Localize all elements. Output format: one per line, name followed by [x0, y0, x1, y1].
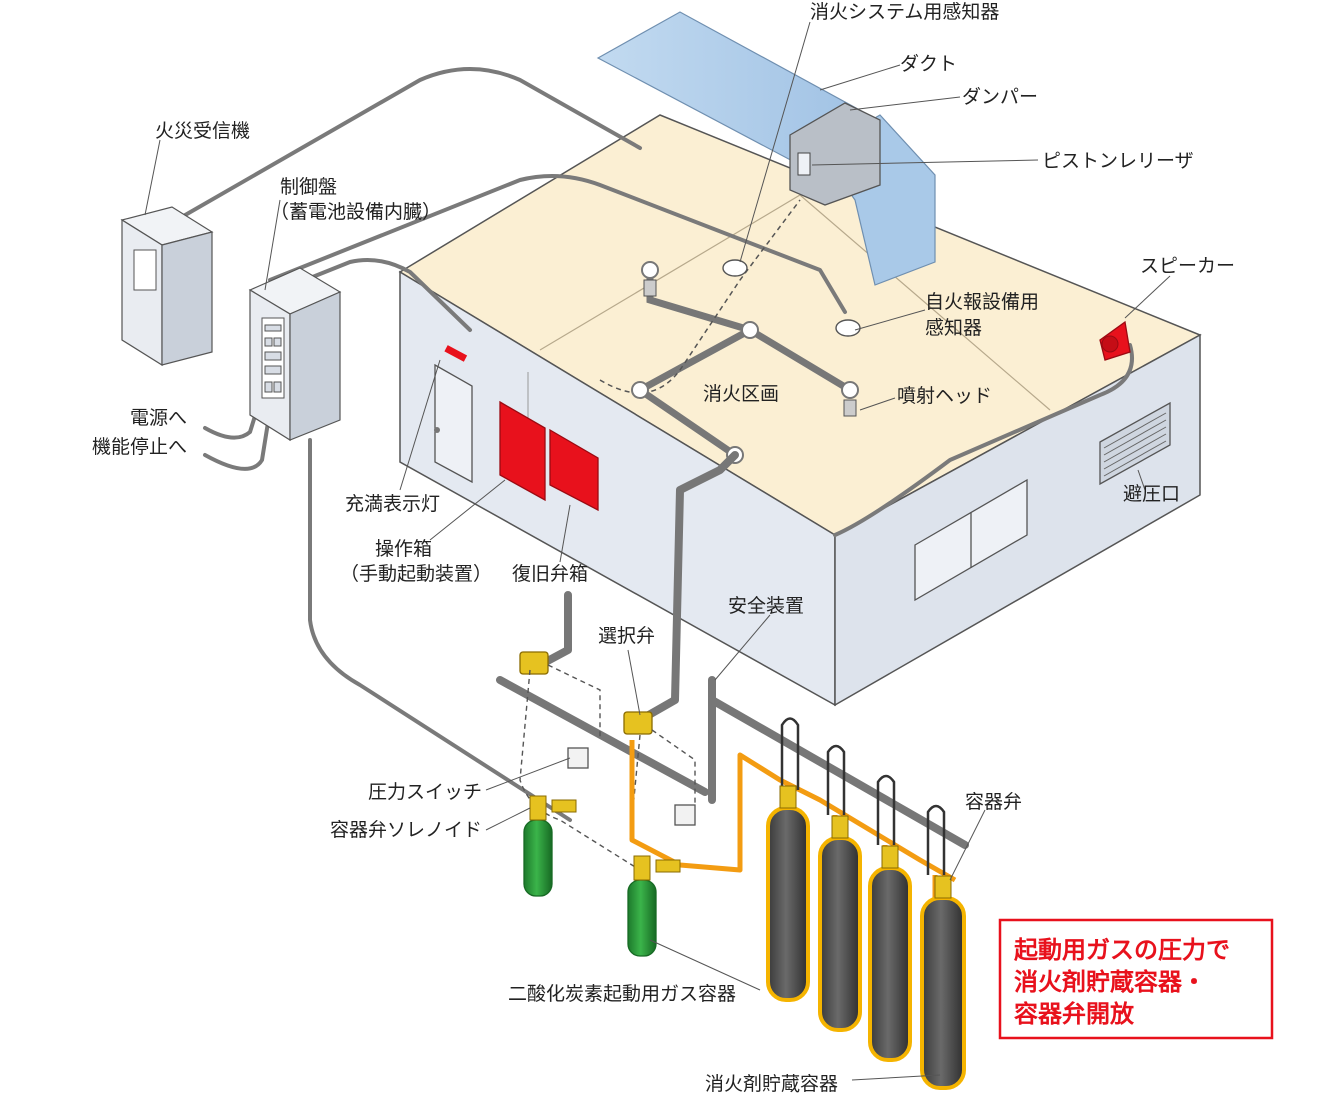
damper [789, 102, 881, 206]
nozzles [643, 279, 857, 417]
leader-lines [144, 21, 1171, 1081]
fill-lamp [444, 345, 468, 362]
label-fire-alarm-detector-2: 感知器 [925, 317, 982, 339]
label-speaker: スピーカー [1140, 255, 1235, 277]
pressure-vent [1099, 401, 1171, 486]
receiver-display [133, 249, 157, 291]
wire-panel-power [203, 398, 262, 440]
co2-gas-cylinders [523, 795, 681, 957]
wiring [178, 67, 1134, 822]
wire-panel-to-building [298, 258, 472, 332]
label-detector-system: 消火システム用感知器 [810, 1, 999, 23]
piston-releaser [797, 152, 811, 176]
control-panel [248, 267, 342, 442]
label-container-valve: 容器弁 [965, 791, 1022, 813]
pressure-switches [567, 747, 696, 826]
wire-panel-to-roof [268, 174, 847, 314]
label-safety-device: 安全装置 [728, 595, 804, 617]
label-pressure-vent: 避圧口 [1123, 483, 1180, 505]
door-knob [434, 427, 440, 433]
label-to-power: 電源へ [130, 407, 187, 429]
cylinder-loops [780, 717, 946, 875]
wire-receiver-to-duct [178, 67, 642, 220]
zone-divider [539, 194, 1051, 411]
note-frame [998, 918, 1274, 1040]
activation-note: 起動用ガスの圧力で 消火剤貯蔵容器・ 容器弁開放 [998, 918, 1274, 1040]
building [398, 114, 1202, 707]
wire-panel-to-cylinders [308, 438, 572, 822]
distribution-pipes [496, 451, 969, 849]
label-control-panel: 制御盤 [280, 176, 337, 198]
label-pressure-switch: 圧力スイッチ [368, 781, 482, 803]
label-co2-gas: 二酸化炭素起動用ガス容器 [508, 983, 736, 1005]
label-control-panel-note: （蓄電池設備内臓） [270, 201, 441, 223]
storage-cylinder [766, 785, 810, 1002]
label-duct: ダクト [900, 53, 957, 75]
label-fire-alarm-detector-1: 自火報設備用 [925, 291, 1039, 313]
fire-alarm-detectors [722, 259, 861, 337]
storage-cylinder [868, 845, 912, 1062]
label-fill-lamp: 充満表示灯 [345, 493, 440, 515]
note-line-1: 起動用ガスの圧力で [1013, 936, 1230, 964]
label-operation-box: 操作箱 [375, 538, 432, 560]
labels: 消火システム用感知器 ダクト ダンパー ピストンレリーザ 火災受信機 制御盤 （… [92, 1, 1235, 1094]
label-solenoid: 容器弁ソレノイド [330, 819, 482, 841]
fire-receiver [120, 206, 214, 367]
label-extinguish-zone: 消火区画 [703, 383, 779, 405]
label-piston-releaser: ピストンレリーザ [1042, 150, 1194, 172]
restore-valve-box [549, 428, 599, 512]
label-nozzle: 噴射ヘッド [897, 385, 992, 407]
gas-cylinder [523, 795, 577, 897]
label-selector-valve: 選択弁 [598, 625, 655, 647]
duct [596, 11, 936, 286]
vent-louvers [1103, 412, 1167, 477]
label-operation-box-note: （手動起動装置） [340, 563, 492, 585]
wire-speaker [833, 343, 1134, 537]
storage-cylinders [766, 785, 966, 1090]
wire-panel-stop [203, 408, 272, 471]
speaker [1099, 320, 1131, 361]
selector-valves [519, 651, 653, 735]
storage-cylinder [920, 875, 966, 1090]
storage-cylinder [818, 815, 862, 1032]
gas-cylinder [627, 855, 681, 957]
label-to-stop: 機能停止へ [92, 436, 187, 458]
label-damper: ダンパー [962, 86, 1038, 108]
door [434, 363, 473, 484]
label-fire-receiver: 火災受信機 [155, 120, 250, 142]
operation-box [499, 400, 546, 502]
roof-piping-dashed [599, 199, 801, 394]
label-storage-container: 消火剤貯蔵容器 [705, 1073, 838, 1094]
label-restore-valve-box: 復旧弁箱 [512, 563, 588, 585]
note-line-2: 消火剤貯蔵容器・ [1014, 968, 1206, 996]
note-line-3: 容器弁開放 [1014, 1000, 1135, 1028]
